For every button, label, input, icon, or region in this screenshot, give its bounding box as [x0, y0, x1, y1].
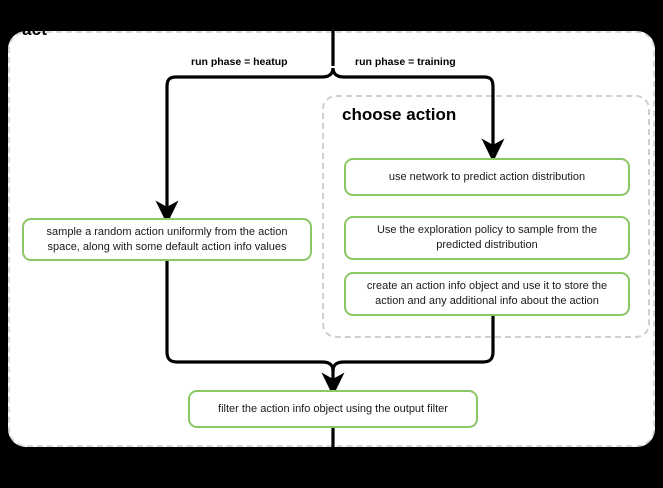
node-use-network-label: use network to predict action distributi…	[388, 170, 586, 183]
node-sample-random-action-label: sample a random action uniformly from th…	[46, 225, 288, 253]
edge-label-training: run phase = training	[355, 56, 456, 68]
node-exploration-policy-label: Use the exploration policy to sample fro…	[376, 224, 598, 251]
act-title: act	[22, 20, 48, 39]
node-use-network[interactable]: use network to predict action distributi…	[344, 158, 630, 196]
node-sample-random-action[interactable]: sample a random action uniformly from th…	[22, 218, 312, 261]
node-exploration-policy[interactable]: Use the exploration policy to sample fro…	[344, 216, 630, 260]
edge-label-heatup: run phase = heatup	[191, 56, 288, 68]
node-filter-action-info-label: filter the action info object using the …	[218, 402, 448, 415]
node-create-action-info-label: create an action info object and use it …	[366, 280, 608, 307]
node-filter-action-info[interactable]: filter the action info object using the …	[188, 390, 478, 428]
choose-action-title: choose action	[342, 105, 457, 124]
node-create-action-info[interactable]: create an action info object and use it …	[344, 272, 630, 316]
